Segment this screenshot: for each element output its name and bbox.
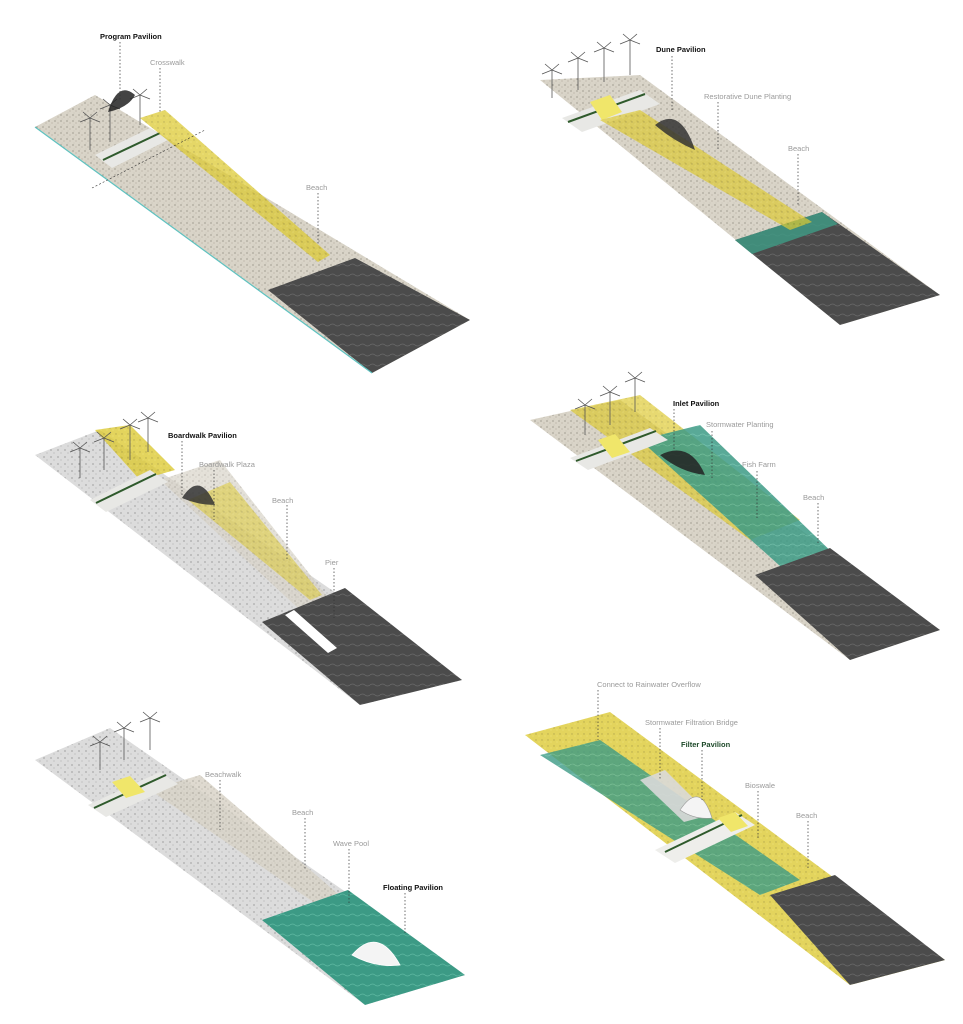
label-boardwalk-beach: Beach [272,496,294,505]
panel-boardwalk-pier [285,610,337,653]
label-dune-planting: Restorative Dune Planting [704,92,792,101]
panel-program-crosswalk-strip [140,110,330,262]
label-floating-beach: Beach [292,808,314,817]
panel-floating [35,711,465,1005]
label-inlet-pavilion: Inlet Pavilion [673,399,720,408]
panel-floating-beachwalk [150,775,345,910]
panel-program [34,42,470,374]
label-program-beach: Beach [306,183,328,192]
tree-icon [69,411,159,478]
panel-filter [525,690,945,985]
label-inlet-beach: Beach [803,493,825,502]
tree-icon [574,371,646,435]
label-rainwater-overflow: Connect to Rainwater Overflow [597,680,701,689]
panel-dune-planting-strip [600,110,812,230]
label-program-pavilion: Program Pavilion [100,32,162,41]
panel-inlet-crosswalk [598,434,630,458]
label-boardwalk-plaza: Boardwalk Plaza [199,460,255,469]
label-floating-pavilion: Floating Pavilion [383,883,444,892]
panel-inlet-water [755,548,940,660]
panel-boardwalk-yellow [95,425,175,480]
filter-pavilion-icon [679,796,713,819]
panel-program-cut-line [91,129,206,189]
panel-floating-crosswalk [112,776,145,798]
panel-boardwalk-road-stripe [95,473,157,504]
label-filtration-bridge: Stormwater Filtration Bridge [645,718,738,727]
program-pavilion-icon [108,90,135,112]
label-wave-pool: Wave Pool [333,839,369,848]
label-pier: Pier [325,558,339,567]
label-beachwalk: Beachwalk [205,770,242,779]
tree-icon [541,33,641,98]
panel-inlet [530,371,940,660]
label-dune-pavilion: Dune Pavilion [656,45,706,54]
inlet-pavilion-icon [660,450,705,475]
tree-icon [89,711,161,770]
label-filter-beach: Beach [796,811,818,820]
panel-dune [540,33,940,325]
label-crosswalk: Crosswalk [150,58,185,67]
panel-program-road-stripe [102,132,161,161]
panel-boardwalk-walk [188,482,322,600]
label-bioswale: Bioswale [745,781,776,790]
panel-program-water [268,258,470,373]
panel-filter-crosswalk [718,812,748,832]
panel-boardwalk-road [90,470,168,512]
panel-program-edge [34,126,373,374]
label-boardwalk-pavilion: Boardwalk Pavilion [168,431,237,440]
dune-pavilion-icon [655,118,695,150]
panel-filter-water [770,875,945,985]
boardwalk-pavilion-icon [182,485,215,505]
label-stormwater-planting: Stormwater Planting [706,420,774,429]
panel-boardwalk-water [262,588,462,705]
panel-boardwalk [35,411,462,705]
label-fish-farm: Fish Farm [742,460,776,469]
panel-filter-channel [540,740,800,895]
label-filter-pavilion: Filter Pavilion [681,740,731,749]
label-dune-beach: Beach [788,144,810,153]
panel-dune-water-teal [735,212,838,254]
floating-pavilion-icon [351,941,401,966]
panel-dune-crosswalk [590,95,622,120]
